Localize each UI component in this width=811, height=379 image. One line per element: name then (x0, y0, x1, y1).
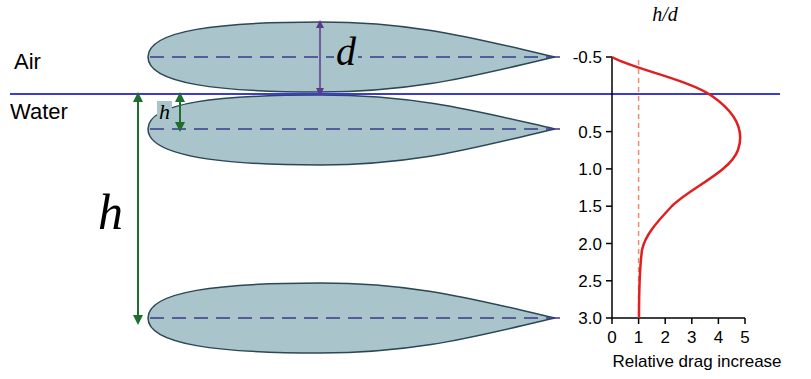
dimension-arrow (179, 97, 181, 127)
medium-label: Air (14, 51, 41, 73)
tick-label: 1.0 (578, 160, 602, 177)
axis-title: h/d (652, 4, 678, 24)
chart-axes (606, 57, 745, 324)
tick-label: 3 (687, 329, 696, 346)
medium-label: Water (10, 101, 68, 123)
tick-label: 2.5 (578, 272, 602, 289)
tick-label: 4 (714, 329, 723, 346)
tick-label: 5 (740, 329, 749, 346)
water-surface (10, 93, 780, 95)
tick-label: -0.5 (573, 49, 602, 66)
drag-curve (612, 57, 740, 318)
tick-label: 3.0 (578, 310, 602, 327)
axis-title: Relative drag increase (612, 353, 781, 370)
tick-label: 2 (660, 329, 669, 346)
tick-label: 2.0 (578, 235, 602, 252)
tick-label: 1 (634, 329, 643, 346)
dimension-label: d (334, 32, 358, 72)
dimension-arrow (137, 97, 139, 320)
tick-label: 1.5 (578, 198, 602, 215)
airfoil (148, 22, 555, 353)
dimension-arrow (319, 24, 321, 92)
dimension-label: h (98, 187, 123, 237)
chord-line (150, 57, 560, 318)
tick-label: 0 (607, 329, 616, 346)
dimension-label: h (157, 101, 172, 123)
tick-label: 0.5 (578, 123, 602, 140)
